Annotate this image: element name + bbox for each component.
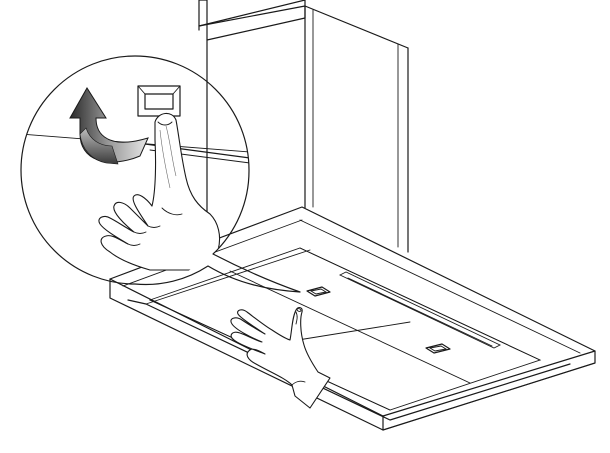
zoom-callout: [20, 55, 301, 293]
latch-button-icon: [137, 85, 181, 117]
pointing-hand-icon: [98, 112, 221, 271]
hand-icon: [230, 307, 331, 409]
latch-button-left: [306, 286, 331, 297]
hood-canopy: [109, 206, 596, 431]
up-arrow-icon: [69, 87, 149, 165]
chimney: [198, 0, 409, 253]
latch-button-right: [425, 343, 451, 354]
